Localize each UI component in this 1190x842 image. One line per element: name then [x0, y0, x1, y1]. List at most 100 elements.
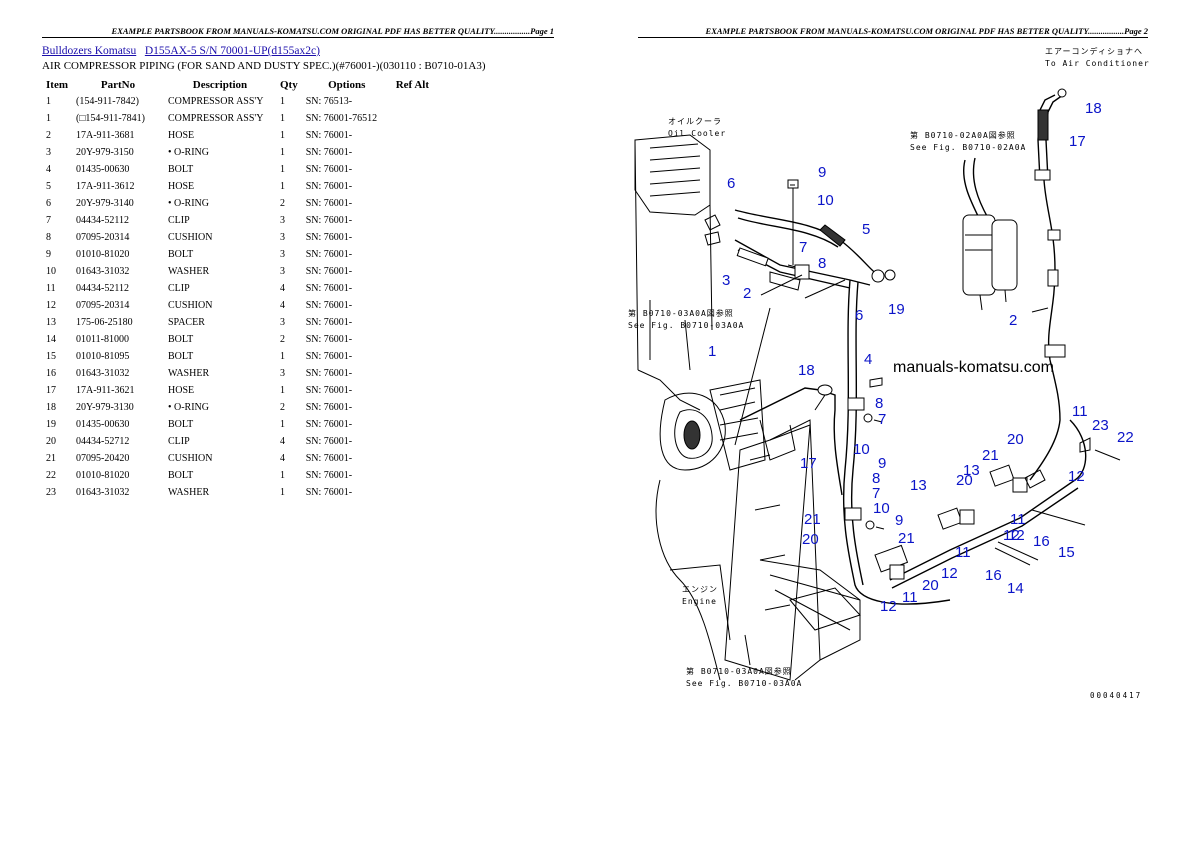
cell-item: 1	[46, 96, 51, 107]
cell-ref-alt	[392, 161, 433, 178]
callout: 22	[1117, 429, 1134, 446]
cell-qty: 1	[280, 181, 285, 192]
cell-partno: 175-06-25180	[76, 317, 133, 328]
cell-item: 14	[46, 334, 56, 345]
cell-item: 19	[46, 419, 56, 430]
cell-qty: 3	[280, 317, 285, 328]
cell-partno: (□154-911-7841)	[76, 113, 145, 124]
cell-item: 15	[46, 351, 56, 362]
parts-table: Item PartNo Description Qty Options Ref …	[42, 76, 433, 501]
callout: 17	[800, 455, 817, 472]
cell-description: BOLT	[168, 164, 194, 175]
cell-partno: 20Y-979-3130	[76, 402, 134, 413]
column-header-description: Description	[192, 78, 248, 91]
cell-qty: 1	[280, 96, 285, 107]
cell-ref-alt	[392, 467, 433, 484]
cell-ref-alt	[392, 263, 433, 280]
column-header-qty: Qty	[280, 78, 298, 91]
cell-ref-alt	[392, 450, 433, 467]
header-rule	[638, 37, 1148, 38]
cell-partno: 01010-81095	[76, 351, 130, 362]
cell-description: HOSE	[168, 130, 195, 141]
leader-lines	[760, 184, 1049, 411]
cell-qty: 1	[280, 113, 285, 124]
callout: 15	[1058, 544, 1075, 561]
callout: 9	[878, 455, 886, 472]
callout: 13	[910, 477, 927, 494]
cell-ref-alt	[392, 229, 433, 246]
callout: 16	[985, 567, 1002, 584]
cell-qty: 3	[280, 232, 285, 243]
callout: 20	[956, 472, 973, 489]
cell-qty: 3	[280, 368, 285, 379]
breadcrumb: Bulldozers Komatsu D155AX-5 S/N 70001-UP…	[42, 45, 320, 57]
cell-qty: 1	[280, 147, 285, 158]
cell-item: 11	[46, 283, 56, 294]
cell-ref-alt	[392, 365, 433, 382]
cell-ref-alt	[392, 433, 433, 450]
column-header-options: Options	[328, 78, 366, 91]
cell-ref-alt	[392, 314, 433, 331]
cell-partno: 01435-00630	[76, 419, 130, 430]
cell-partno: 17A-911-3612	[76, 181, 135, 192]
cell-partno: 01011-81000	[76, 334, 129, 345]
page-header-1-text: EXAMPLE PARTSBOOK FROM MANUALS-KOMATSU.C…	[111, 26, 554, 36]
callout: 8	[872, 470, 880, 487]
cell-item: 13	[46, 317, 56, 328]
note-ac-en: To Air Conditioner	[1045, 59, 1150, 68]
callout: 8	[818, 255, 826, 272]
cell-item: 1	[46, 113, 51, 124]
cell-description: CLIP	[168, 436, 190, 447]
callout: 7	[878, 411, 886, 428]
callout: 5	[862, 221, 870, 238]
cell-ref-alt	[392, 280, 433, 297]
cell-options: SN: 76001-	[305, 436, 353, 447]
cell-qty: 4	[280, 453, 285, 464]
callout: 6	[855, 307, 863, 324]
cell-item: 23	[46, 487, 56, 498]
cell-item: 17	[46, 385, 56, 396]
cell-item: 3	[46, 147, 51, 158]
cell-qty: 2	[280, 402, 285, 413]
breadcrumb-category-link[interactable]: Bulldozers Komatsu	[42, 45, 137, 57]
cell-description: • O-RING	[168, 402, 209, 413]
cell-item: 8	[46, 232, 51, 243]
callout: 2	[743, 285, 751, 302]
cell-qty: 2	[280, 334, 285, 345]
column-header-partno: PartNo	[100, 78, 136, 91]
cell-options: SN: 76001-	[305, 147, 353, 158]
cell-ref-alt	[392, 297, 433, 314]
cell-description: HOSE	[168, 385, 195, 396]
callout: 11	[955, 544, 971, 561]
callout: 21	[804, 511, 821, 528]
hose-2-drawing	[734, 239, 871, 291]
cell-description: WASHER	[168, 368, 210, 379]
cell-description: BOLT	[168, 249, 194, 260]
note-ref-03a0a-en: See Fig. B0710-03A0A	[628, 321, 744, 330]
cell-ref-alt	[392, 399, 433, 416]
hose-5-drawing	[734, 209, 896, 283]
cell-description: SPACER	[168, 317, 205, 328]
cell-ref-alt	[392, 178, 433, 195]
callout-numbers: 18 17 9 6 10 5 3 7 8 2 19 6 2 4 1 18 8 7…	[708, 100, 1134, 615]
cell-options: SN: 76001-	[305, 266, 353, 277]
cell-description: BOLT	[168, 470, 194, 481]
callout: 20	[1007, 431, 1024, 448]
header-rule	[42, 37, 554, 38]
cell-options: SN: 76513-	[305, 96, 353, 107]
page-header-2-text: EXAMPLE PARTSBOOK FROM MANUALS-KOMATSU.C…	[705, 26, 1148, 36]
hose-17-drawing	[739, 384, 843, 496]
callout: 16	[1033, 533, 1050, 550]
callout: 18	[1085, 100, 1102, 117]
lower-pipe-drawing	[874, 419, 1121, 589]
cell-options: SN: 76001-	[305, 130, 353, 141]
cell-partno: 17A-911-3621	[76, 385, 135, 396]
callout: 20	[802, 531, 819, 548]
watermark-text: manuals-komatsu.com	[893, 359, 1054, 376]
cell-ref-alt	[392, 348, 433, 365]
cell-partno: 20Y-979-3140	[76, 198, 134, 209]
breadcrumb-model-link[interactable]: D155AX-5 S/N 70001-UP(d155ax2c)	[144, 45, 320, 57]
